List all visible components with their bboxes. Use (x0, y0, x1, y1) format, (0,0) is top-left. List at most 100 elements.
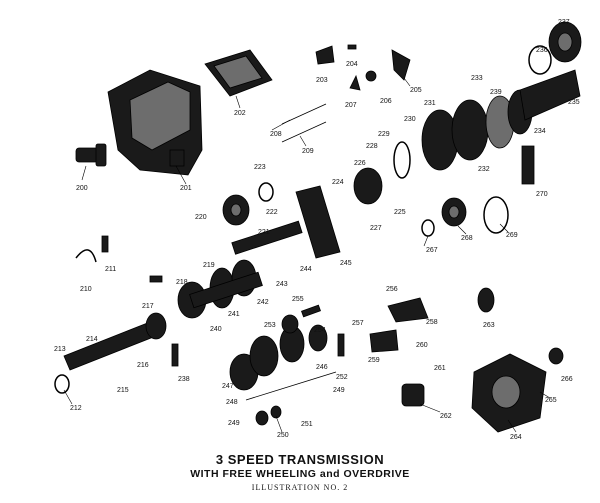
transmission-case-201 (107, 69, 203, 176)
label-258: 258 (426, 319, 438, 326)
label-222: 222 (266, 209, 278, 216)
cluster-gear-241-243 (177, 259, 263, 319)
label-243: 243 (276, 281, 288, 288)
label-210: 210 (80, 286, 92, 293)
idler-253 (281, 304, 321, 334)
label-226: 226 (354, 160, 366, 167)
label-265: 265 (545, 397, 557, 404)
shifter-parts (281, 44, 411, 143)
label-249b: 249 (333, 387, 345, 394)
bearing-220 (222, 194, 250, 226)
main-shaft-stub-200 (75, 143, 107, 167)
diagram-title: 3 SPEED TRANSMISSION (215, 452, 385, 467)
label-268: 268 (461, 235, 473, 242)
label-256: 256 (386, 286, 398, 293)
output-shaft-235 (519, 69, 581, 121)
key-218 (149, 275, 163, 283)
snap-ring-212 (54, 374, 70, 394)
pin-211 (101, 235, 109, 253)
spring-238 (171, 343, 179, 367)
label-244: 244 (300, 266, 312, 273)
illustration-number: ILLUSTRATION NO. 2 (251, 483, 349, 492)
label-211: 211 (105, 266, 116, 273)
label-245: 245 (340, 260, 352, 267)
bracket-259 (369, 329, 399, 353)
label-261: 261 (434, 365, 446, 372)
gear-263 (477, 287, 495, 313)
overdrive-housing-264 (471, 353, 547, 433)
label-255: 255 (292, 296, 304, 303)
snap-ring-269 (483, 196, 509, 234)
label-227: 227 (370, 225, 382, 232)
label-269: 269 (506, 232, 518, 239)
label-229: 229 (378, 131, 390, 138)
label-213: 213 (54, 346, 66, 353)
label-224: 224 (332, 179, 344, 186)
label-236: 236 (536, 47, 548, 54)
label-212: 212 (70, 405, 82, 412)
label-228: 228 (366, 143, 378, 150)
label-221: 221 (258, 229, 270, 236)
label-237: 237 (558, 19, 570, 26)
seal-268 (441, 197, 467, 227)
label-230: 230 (404, 116, 416, 123)
label-218: 218 (176, 279, 188, 286)
cup-262 (401, 383, 425, 407)
label-220: 220 (195, 214, 207, 221)
leader-lines (63, 77, 551, 433)
countershaft-251 (245, 371, 337, 401)
label-232: 232 (478, 166, 490, 173)
label-260: 260 (416, 342, 428, 349)
label-246: 246 (316, 364, 328, 371)
label-270: 270 (536, 191, 548, 198)
spring-270 (521, 145, 535, 185)
label-233: 233 (471, 75, 483, 82)
cover-plate-202 (204, 49, 273, 97)
label-235: 235 (568, 99, 580, 106)
label-248: 248 (226, 399, 238, 406)
label-208: 208 (270, 131, 282, 138)
label-234: 234 (534, 128, 546, 135)
label-207: 207 (345, 102, 357, 109)
snap-ring-229 (393, 141, 411, 179)
label-242: 242 (257, 299, 269, 306)
lever-258 (387, 297, 429, 323)
label-259: 259 (368, 357, 380, 364)
label-219: 219 (203, 262, 215, 269)
label-249a: 249 (228, 420, 240, 427)
cap-266 (548, 347, 564, 365)
label-217: 217 (142, 303, 154, 310)
label-200: 200 (76, 185, 88, 192)
diagram-subtitle: WITH FREE WHEELING and OVERDRIVE (190, 468, 410, 480)
synchronizer-226 (353, 167, 383, 205)
label-202: 202 (234, 110, 246, 117)
label-263: 263 (483, 322, 495, 329)
label-240: 240 (210, 326, 222, 333)
label-206: 206 (380, 98, 392, 105)
label-241: 241 (228, 311, 240, 318)
label-262: 262 (440, 413, 452, 420)
label-266: 266 (561, 376, 573, 383)
label-254: 254 (314, 327, 326, 334)
label-239: 239 (490, 89, 502, 96)
washers-249-250 (255, 405, 282, 426)
gear-233-stack (421, 89, 533, 171)
label-203: 203 (316, 77, 328, 84)
label-251: 251 (301, 421, 313, 428)
snap-ring-236 (528, 45, 552, 75)
label-201: 201 (180, 185, 192, 192)
spring-252 (337, 333, 345, 357)
shaft-216 (63, 312, 167, 371)
label-250: 250 (277, 432, 289, 439)
label-257: 257 (352, 320, 364, 327)
ring-267 (421, 219, 435, 237)
part-number-labels: 200 201 202 203 204 205 206 207 208 209 … (54, 19, 580, 441)
shift-fork-210 (75, 249, 97, 263)
label-247: 247 (222, 383, 234, 390)
label-216: 216 (137, 362, 149, 369)
bearing-237 (548, 21, 582, 63)
label-214: 214 (86, 336, 98, 343)
label-223: 223 (254, 164, 266, 171)
label-204: 204 (346, 61, 358, 68)
